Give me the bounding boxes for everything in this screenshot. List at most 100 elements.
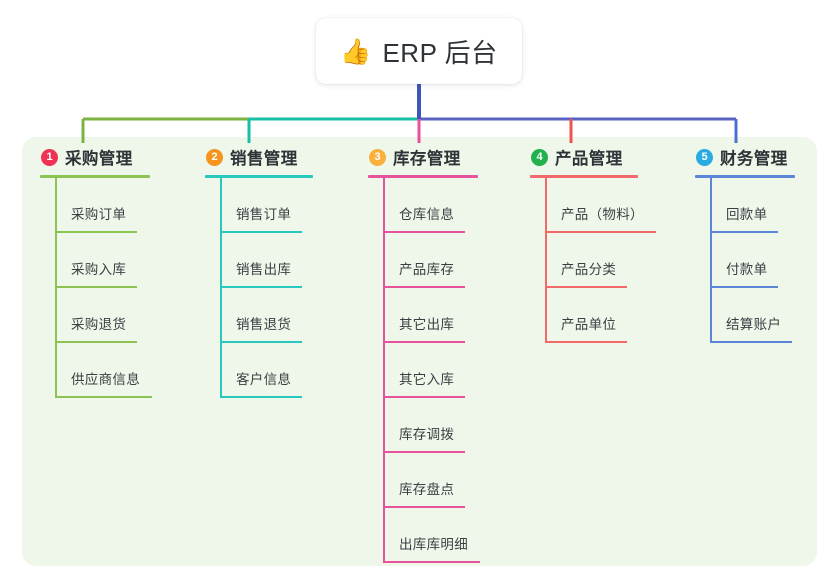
branch-items: 采购订单采购入库采购退货供应商信息 — [40, 178, 190, 398]
branch-item-label: 供应商信息 — [71, 372, 140, 387]
branch-header-column-2[interactable]: 2 销售管理 — [205, 144, 353, 170]
branch-item[interactable]: 供应商信息 — [55, 343, 190, 398]
branch-item-label: 销售出库 — [236, 262, 292, 277]
branch-item-rule — [547, 231, 656, 233]
branch-item-label: 销售订单 — [236, 207, 292, 222]
branch-item-label: 回款单 — [726, 207, 768, 222]
branch-item-label: 采购退货 — [71, 317, 127, 332]
branch-item[interactable]: 库存盘点 — [383, 453, 518, 508]
branch-number-badge: 2 — [206, 148, 223, 166]
branch-item[interactable]: 采购订单 — [55, 178, 190, 233]
branch-header-rule — [40, 175, 150, 178]
branch-item[interactable]: 产品库存 — [383, 233, 518, 288]
branch-item-rule — [57, 396, 152, 398]
branch-item[interactable]: 产品单位 — [545, 288, 678, 343]
branch-item-rule — [222, 231, 302, 233]
branch-item-rule — [385, 341, 465, 343]
branch-items: 销售订单销售出库销售退货客户信息 — [205, 178, 353, 398]
branch-title: 产品管理 — [555, 150, 623, 168]
branch-item[interactable]: 客户信息 — [220, 343, 353, 398]
branch-item-rule — [547, 286, 627, 288]
branch-column-4[interactable]: 4 产品管理产品（物料） 产品分类产品单位 — [530, 144, 678, 343]
branch-item-label: 库存调拨 — [399, 427, 455, 442]
branch-item-label: 销售退货 — [236, 317, 292, 332]
branch-item[interactable]: 采购退货 — [55, 288, 190, 343]
branch-item[interactable]: 其它入库 — [383, 343, 518, 398]
branch-item[interactable]: 采购入库 — [55, 233, 190, 288]
branch-item-rule — [712, 341, 792, 343]
branch-item[interactable]: 销售出库 — [220, 233, 353, 288]
branch-item-rule — [57, 341, 137, 343]
branch-item[interactable]: 仓库信息 — [383, 178, 518, 233]
branch-stem — [383, 178, 385, 563]
branch-column-3[interactable]: 3 库存管理仓库信息产品库存其它出库其它入库库存调拨库存盘点出库库明细 — [368, 144, 518, 563]
branch-item-rule — [547, 341, 627, 343]
branch-item-label: 产品库存 — [399, 262, 455, 277]
branch-number-badge: 4 — [531, 148, 548, 166]
branch-item[interactable]: 销售订单 — [220, 178, 353, 233]
branch-title: 库存管理 — [393, 150, 461, 168]
branch-header-rule — [530, 175, 638, 178]
branches-panel — [22, 137, 817, 566]
branch-item-rule — [222, 341, 302, 343]
branch-item-rule — [385, 451, 465, 453]
branch-item-label: 付款单 — [726, 262, 768, 277]
branch-column-2[interactable]: 2 销售管理销售订单销售出库销售退货客户信息 — [205, 144, 353, 398]
branch-column-5[interactable]: 5 财务管理回款单付款单结算账户 — [695, 144, 835, 343]
branch-stem — [55, 178, 57, 398]
root-title: ERP 后台 — [382, 37, 498, 68]
branch-item-rule — [385, 286, 465, 288]
branch-item[interactable]: 回款单 — [710, 178, 835, 233]
branch-item-rule — [57, 231, 137, 233]
branch-item-rule — [385, 506, 465, 508]
branch-header-rule — [695, 175, 795, 178]
branch-stem — [710, 178, 712, 343]
branch-item[interactable]: 销售退货 — [220, 288, 353, 343]
branch-item-rule — [712, 231, 778, 233]
branch-item-rule — [57, 286, 137, 288]
branch-item-rule — [385, 231, 465, 233]
branch-header-column-5[interactable]: 5 财务管理 — [695, 144, 835, 170]
branch-item[interactable]: 产品（物料） — [545, 178, 678, 233]
branch-number-badge: 5 — [696, 148, 713, 166]
branch-title: 财务管理 — [720, 150, 788, 168]
branch-item[interactable]: 出库库明细 — [383, 508, 518, 563]
branch-header-column-4[interactable]: 4 产品管理 — [530, 144, 678, 170]
branch-item-label: 出库库明细 — [399, 537, 468, 552]
branch-items: 回款单付款单结算账户 — [695, 178, 835, 343]
branch-header-rule — [368, 175, 478, 178]
branch-header-rule — [205, 175, 313, 178]
branch-title: 采购管理 — [65, 150, 133, 168]
branch-item-rule — [385, 561, 480, 563]
branch-item-label: 采购入库 — [71, 262, 127, 277]
branch-item-label: 其它出库 — [399, 317, 455, 332]
branch-header-column-1[interactable]: 1 采购管理 — [40, 144, 190, 170]
branch-stem — [220, 178, 222, 398]
branch-items: 产品（物料） 产品分类产品单位 — [530, 178, 678, 343]
branch-stem — [545, 178, 547, 343]
branch-item-rule — [712, 286, 778, 288]
branch-item[interactable]: 产品分类 — [545, 233, 678, 288]
branch-item[interactable]: 结算账户 — [710, 288, 835, 343]
root-node[interactable]: 👍 ERP 后台 — [316, 18, 522, 84]
branch-item-rule — [222, 286, 302, 288]
branch-item-label: 产品（物料） — [561, 207, 644, 222]
thumbs-up-icon: 👍 — [340, 37, 372, 66]
branch-number-badge: 1 — [41, 148, 58, 166]
branch-item-label: 产品单位 — [561, 317, 617, 332]
branch-item-label: 产品分类 — [561, 262, 617, 277]
branch-items: 仓库信息产品库存其它出库其它入库库存调拨库存盘点出库库明细 — [368, 178, 518, 563]
branch-item-label: 客户信息 — [236, 372, 292, 387]
branch-item-label: 仓库信息 — [399, 207, 455, 222]
branch-item-label: 库存盘点 — [399, 482, 455, 497]
branch-item[interactable]: 其它出库 — [383, 288, 518, 343]
branch-item-label: 结算账户 — [726, 317, 782, 332]
branch-number-badge: 3 — [369, 148, 386, 166]
branch-title: 销售管理 — [230, 150, 298, 168]
branch-item[interactable]: 付款单 — [710, 233, 835, 288]
branch-column-1[interactable]: 1 采购管理采购订单采购入库采购退货供应商信息 — [40, 144, 190, 398]
branch-item[interactable]: 库存调拨 — [383, 398, 518, 453]
branch-header-column-3[interactable]: 3 库存管理 — [368, 144, 518, 170]
branch-item-rule — [222, 396, 302, 398]
